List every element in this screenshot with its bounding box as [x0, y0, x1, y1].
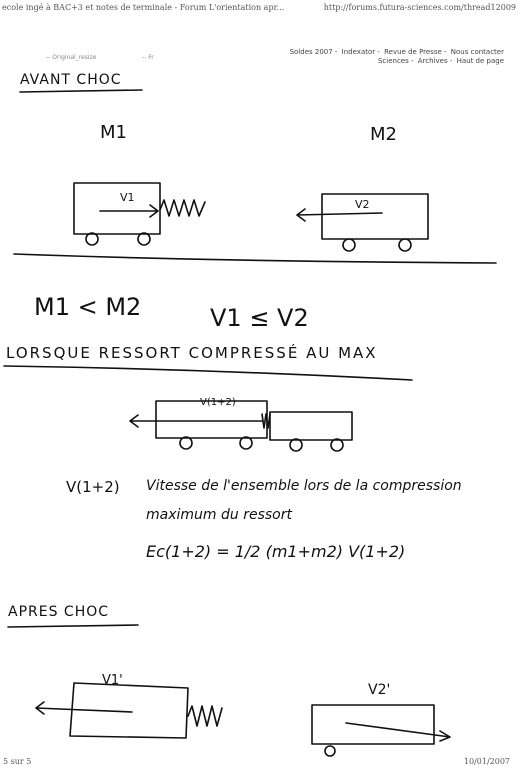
underline-apres [7, 624, 139, 628]
nav-link-archives[interactable]: Archives [417, 57, 448, 65]
ground-line [13, 253, 497, 264]
label-v1: V1 [120, 191, 135, 204]
site-nav: Soldes 2007 - Indexator - Revue de Press… [244, 48, 504, 66]
underline-lorsque [3, 365, 413, 381]
mass-relation: M1 < M2 [34, 293, 142, 321]
page-counter: 5 sur 5 [3, 757, 32, 766]
arrow-v2 [296, 208, 383, 222]
nav-link-contact[interactable]: Nous contacter [450, 48, 504, 56]
nav-link-sciences[interactable]: Sciences [377, 57, 409, 65]
cart-1-wheel-right [137, 232, 151, 246]
cart-c1-wheel-right [239, 436, 253, 450]
label-v12-sketch: V(1+2) [200, 397, 236, 408]
spring-compressed [261, 413, 271, 429]
arrow-v1 [99, 204, 159, 218]
print-date: 10/01/2007 [463, 757, 510, 766]
cart-a2-body [311, 704, 435, 745]
spring-after [187, 705, 223, 727]
nav-link-top[interactable]: Haut de page [456, 57, 504, 65]
energy-formula: Ec(1+2) = 1/2 (m1+m2) V(1+2) [146, 542, 406, 561]
nav-line-1: Soldes 2007 - Indexator - Revue de Press… [289, 48, 504, 56]
cart-1-wheel-left [85, 232, 99, 246]
cart-a1-body [69, 682, 189, 739]
spring-1 [159, 199, 206, 217]
label-m1: M1 [100, 122, 127, 143]
definition-line-2: maximum du ressort [146, 507, 292, 523]
label-v12: V(1+2) [66, 478, 120, 496]
cart-2-wheel-right [398, 238, 412, 252]
nav-link-soldes[interactable]: Soldes 2007 [289, 48, 333, 56]
arrow-v1-prime [35, 701, 133, 715]
original-resize-link[interactable]: -- Original_resize [46, 54, 97, 61]
page-title: ecole ingé à BAC+3 et notes de terminale… [2, 3, 285, 12]
underline-avant [19, 89, 143, 93]
label-v2: V2 [355, 198, 370, 211]
definition-line-1: Vitesse de l'ensemble lors de la compres… [146, 478, 462, 494]
cart-c2-wheel-left [289, 438, 303, 452]
heading-avant-choc: AVANT CHOC [20, 72, 122, 88]
nav-link-revue[interactable]: Revue de Presse [384, 48, 442, 56]
cart-c2-wheel-right [330, 438, 344, 452]
label-v1-prime: V1' [102, 673, 123, 688]
cart-c2-body [269, 411, 353, 441]
speed-relation: V1 ≤ V2 [210, 304, 309, 332]
nav-link-indexator[interactable]: Indexator [341, 48, 376, 56]
cart-c1-wheel-left [179, 436, 193, 450]
label-m2: M2 [370, 124, 397, 145]
cart-1-body [73, 182, 161, 235]
heading-apres-choc: APRES CHOC [8, 604, 110, 620]
page-url: http://forums.futura-sciences.com/thread… [323, 3, 516, 12]
language-link[interactable]: -- Fr [142, 54, 154, 61]
heading-lorsque: LORSQUE RESSORT COMPRESSÉ AU MAX [6, 344, 378, 362]
label-v2-prime: V2' [368, 682, 391, 698]
cart-2-body [321, 193, 429, 240]
cart-2-wheel-left [342, 238, 356, 252]
cart-a2-wheel-left [324, 745, 336, 757]
arrow-v2-prime [345, 722, 451, 742]
nav-line-2: Sciences - Archives - Haut de page [377, 57, 504, 65]
arrow-v12 [129, 414, 264, 428]
